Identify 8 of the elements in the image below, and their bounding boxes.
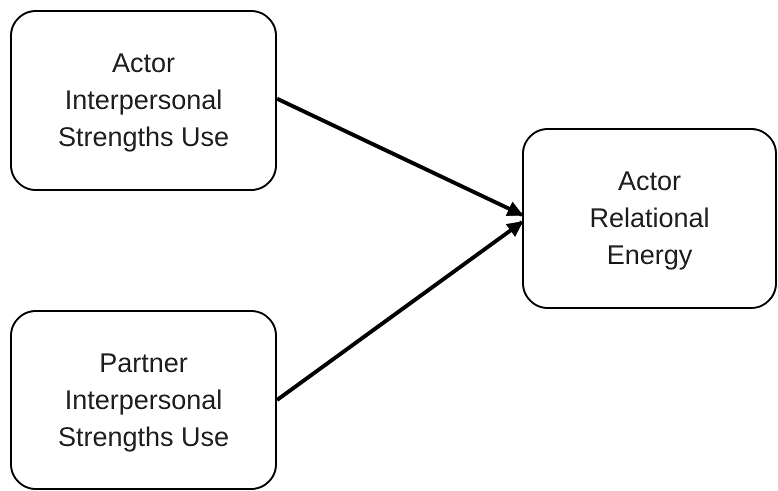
arrow — [276, 96, 524, 217]
variable-label: Actor Relational Energy — [588, 165, 711, 272]
variable-box — [10, 310, 277, 490]
variable-label: Actor Interpersonal Strengths Use — [56, 47, 230, 154]
variable-box — [522, 128, 777, 309]
arrow — [276, 220, 524, 402]
variable-box — [10, 10, 277, 191]
variable-label: Partner Interpersonal Strengths Use — [56, 346, 230, 454]
